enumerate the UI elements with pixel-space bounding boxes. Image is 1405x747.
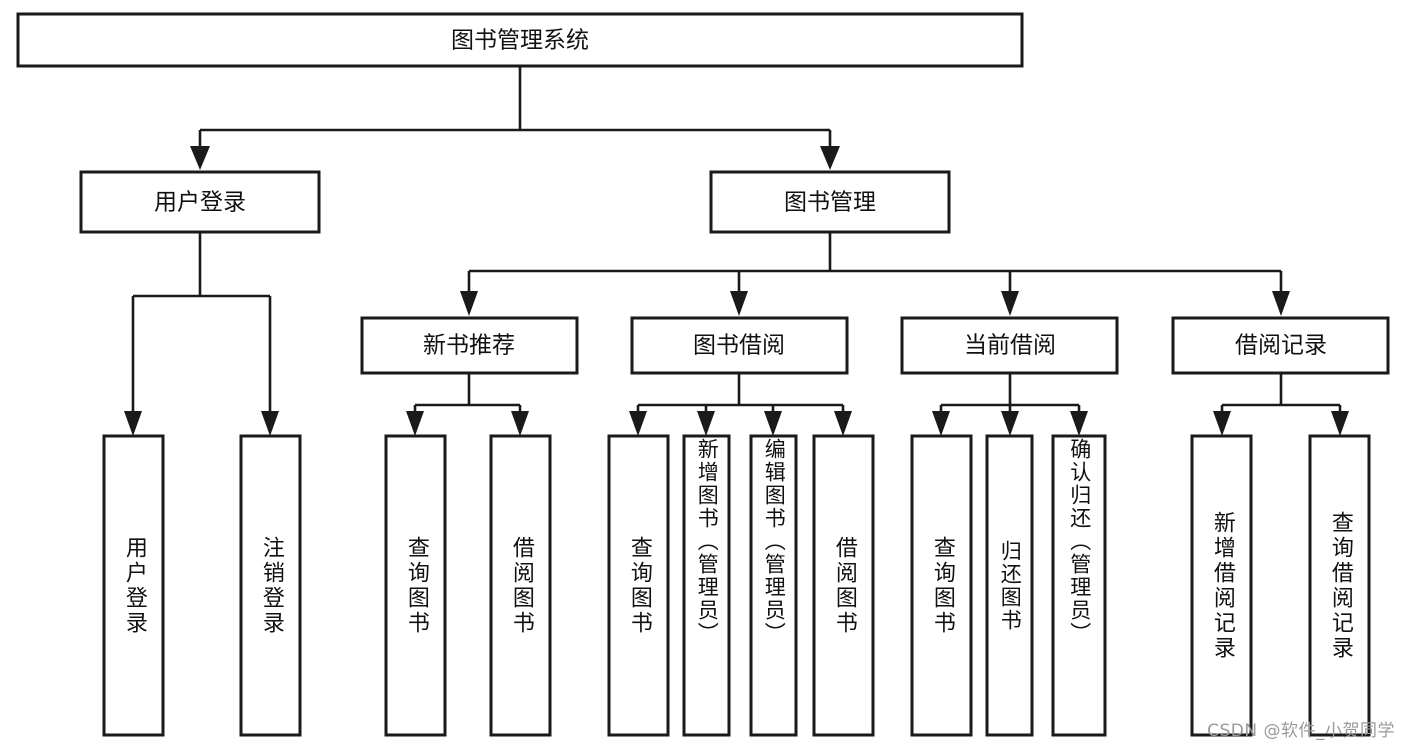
node-leaf-user-login-box[interactable] — [102, 434, 165, 737]
node-book-borrow[interactable]: 图书借阅 — [630, 316, 849, 375]
arrowhead-leaf-query-book-1 — [406, 411, 424, 436]
node-leaf-add-book-box[interactable] — [682, 434, 731, 737]
node-book-management-label: 图书管理 — [784, 190, 876, 216]
node-current-borrow[interactable]: 当前借阅 — [900, 316, 1119, 375]
node-leaf-query-book-2-box[interactable] — [607, 434, 670, 737]
arrowhead-borrow-record — [1272, 291, 1290, 316]
node-leaf-borrow-book-1-box[interactable] — [489, 434, 552, 737]
node-leaf-query-book-3-box[interactable] — [910, 434, 973, 737]
arrowhead-user-login — [190, 146, 210, 170]
node-current-borrow-label: 当前借阅 — [964, 333, 1056, 359]
arrowhead-leaf-add-record — [1213, 411, 1231, 436]
arrowhead-leaf-query-book-2 — [629, 411, 647, 436]
node-leaf-confirm-return-box[interactable] — [1051, 434, 1107, 737]
node-root-box[interactable] — [16, 12, 1024, 68]
node-new-book-recommend-label: 新书推荐 — [423, 333, 515, 359]
node-borrow-record-box[interactable] — [1171, 316, 1390, 375]
node-borrow-record[interactable]: 借阅记录 — [1171, 316, 1390, 375]
node-root-label: 图书管理系统 — [451, 28, 589, 54]
node-leaf-return-book-box[interactable] — [985, 434, 1034, 737]
arrowhead-leaf-return-book — [1001, 411, 1019, 436]
node-leaf-logout-box[interactable] — [239, 434, 302, 737]
node-book-borrow-box[interactable] — [630, 316, 849, 375]
node-leaf-query-book-1-box[interactable] — [384, 434, 447, 737]
arrowhead-leaf-logout — [261, 411, 279, 436]
arrowhead-book-management — [820, 146, 840, 170]
node-user-login-label: 用户登录 — [154, 190, 246, 216]
node-root[interactable]: 图书管理系统 — [16, 12, 1024, 68]
node-leaf-query-record-box[interactable] — [1308, 434, 1371, 737]
arrowhead-leaf-add-book — [697, 411, 715, 436]
node-leaf-edit-book-box[interactable] — [749, 434, 798, 737]
arrowhead-leaf-query-record — [1331, 411, 1349, 436]
node-user-login-box[interactable] — [79, 170, 321, 234]
node-leaf-borrow-book-2-box[interactable] — [812, 434, 875, 737]
node-book-borrow-label: 图书借阅 — [693, 333, 785, 359]
arrowhead-leaf-borrow-book-1 — [511, 411, 529, 436]
node-book-management[interactable]: 图书管理 — [709, 170, 951, 234]
node-new-book-recommend[interactable]: 新书推荐 — [360, 316, 579, 375]
arrowhead-book-borrow — [730, 291, 748, 316]
node-user-login[interactable]: 用户登录 — [79, 170, 321, 234]
arrowhead-leaf-edit-book — [764, 411, 782, 436]
arrowhead-current-borrow — [1001, 291, 1019, 316]
csdn-watermark: CSDN @软件_小贺同学 — [1207, 721, 1395, 741]
arrowhead-leaf-confirm-return — [1070, 411, 1088, 436]
connector-layer — [124, 66, 1349, 436]
node-leaf-add-record-box[interactable] — [1190, 434, 1253, 737]
node-new-book-recommend-box[interactable] — [360, 316, 579, 375]
arrowhead-new-book-recommend — [460, 291, 478, 316]
arrowhead-leaf-borrow-book-2 — [834, 411, 852, 436]
arrowhead-leaf-user-login — [124, 411, 142, 436]
arrowhead-leaf-query-book-3 — [932, 411, 950, 436]
node-current-borrow-box[interactable] — [900, 316, 1119, 375]
node-borrow-record-label: 借阅记录 — [1235, 333, 1327, 359]
node-book-management-box[interactable] — [709, 170, 951, 234]
